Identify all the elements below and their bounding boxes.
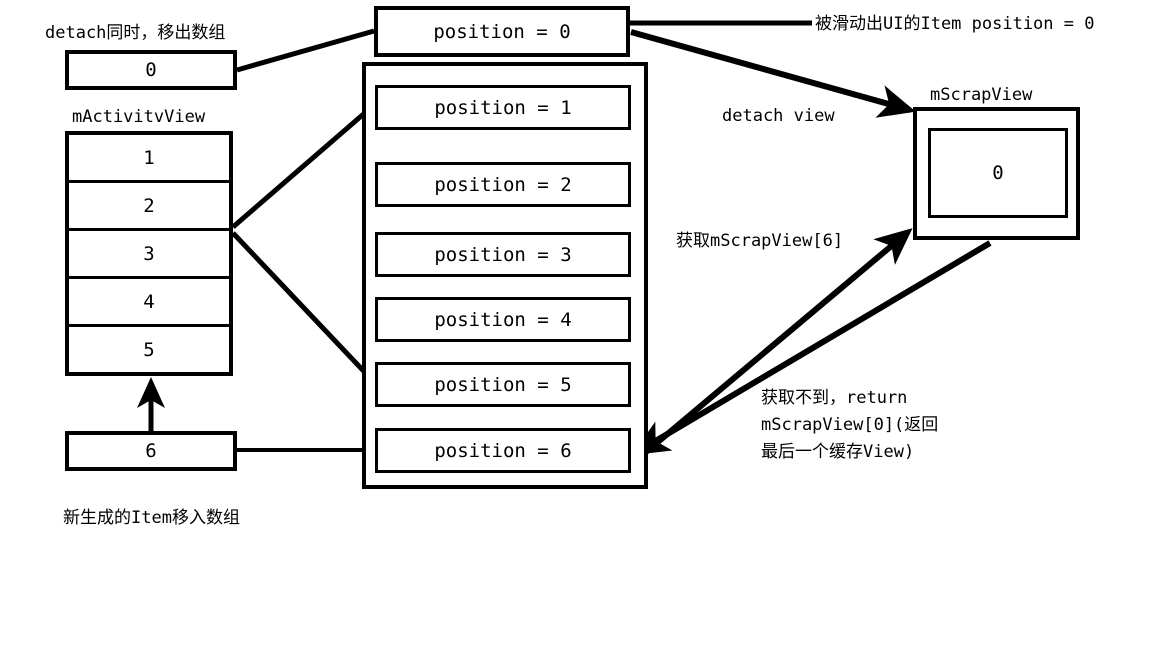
line-activityview-to-position5 bbox=[231, 231, 376, 384]
line-activityview-to-position1 bbox=[231, 103, 376, 229]
annotation-detach-remove: detach同时，移出数组 bbox=[45, 23, 226, 43]
list-item: 2 bbox=[69, 183, 229, 231]
list-item: 3 bbox=[69, 231, 229, 279]
recycler-item: position = 5 bbox=[375, 362, 631, 407]
activity-view-label: mActivitvView bbox=[72, 107, 206, 127]
line-detached-to-position0 bbox=[236, 28, 375, 73]
annotation-new-item-added: 新生成的Item移入数组 bbox=[63, 508, 240, 528]
annotation-get-scrap-6: 获取mScrapView[6] bbox=[676, 231, 844, 251]
list-item: 4 bbox=[69, 279, 229, 327]
list-item: 5 bbox=[143, 338, 155, 361]
new-item-box: 6 bbox=[65, 431, 237, 471]
arrow-position0-to-scrapview bbox=[630, 29, 916, 118]
scrap-view-label: mScrapView bbox=[930, 85, 1033, 105]
annotation-scrolled-out: 被滑动出UI的Item position = 0 bbox=[815, 14, 1095, 34]
annotation-detach-view: detach view bbox=[722, 106, 835, 126]
recycler-item: position = 1 bbox=[375, 85, 631, 130]
activity-view-list: 1 2 3 4 5 bbox=[65, 131, 233, 376]
detached-item-box: 0 bbox=[65, 50, 237, 90]
recycler-item: position = 2 bbox=[375, 162, 631, 207]
recycler-item: position = 6 bbox=[375, 428, 631, 473]
recycler-item: position = 4 bbox=[375, 297, 631, 342]
list-item: 1 bbox=[69, 135, 229, 183]
floating-position-item: position = 0 bbox=[374, 6, 630, 57]
scrap-view-cached-item: 0 bbox=[928, 128, 1068, 218]
annotation-fallback-return: 获取不到，return mScrapView[0](返回 最后一个缓存View) bbox=[761, 388, 939, 463]
recycler-item: position = 3 bbox=[375, 232, 631, 277]
